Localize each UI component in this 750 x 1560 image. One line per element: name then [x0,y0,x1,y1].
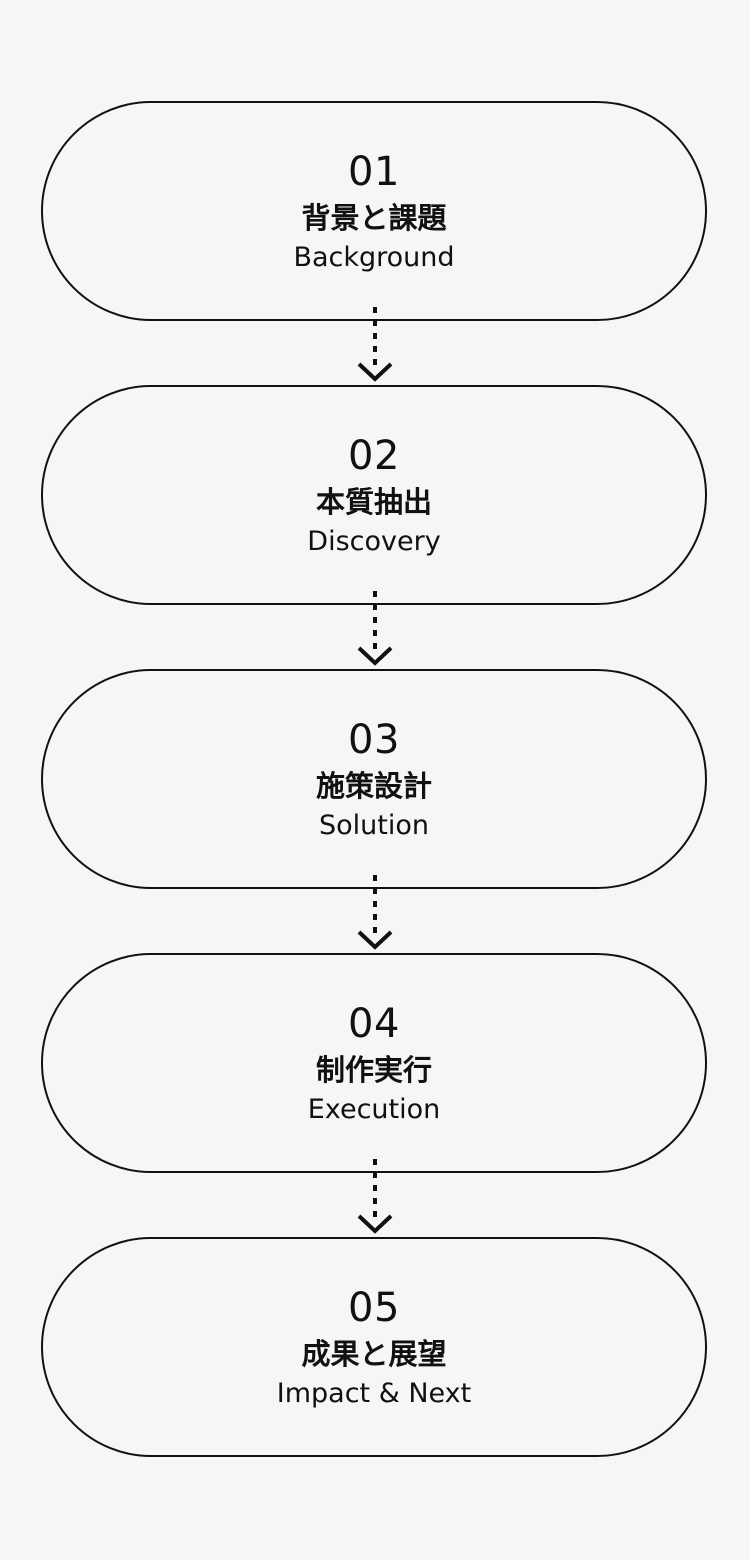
dotted-down-arrow-icon [357,875,393,950]
step-title-en: Impact & Next [276,1378,472,1409]
dotted-down-arrow-icon [357,1159,393,1234]
step-title-ja: 施策設計 [315,769,432,803]
step-title-ja: 制作実行 [315,1053,432,1087]
step-number: 03 [348,717,400,763]
step-number: 04 [348,1001,400,1047]
step-title-ja: 本質抽出 [315,485,432,519]
step-title-ja: 成果と展望 [301,1337,447,1371]
step-title-en: Background [293,242,455,273]
step-title-en: Execution [307,1094,441,1125]
step-number: 02 [348,433,400,479]
step-title-en: Solution [319,810,429,841]
step-title-ja: 背景と課題 [301,201,447,235]
dotted-down-arrow-icon [357,307,393,382]
step-number: 05 [348,1285,400,1331]
step-number: 01 [348,149,400,195]
step-title-en: Discovery [307,526,441,557]
dotted-down-arrow-icon [357,591,393,666]
step-02-pill: 02 本質抽出 Discovery [41,385,707,605]
step-01-pill: 01 背景と課題 Background [41,101,707,321]
step-04-pill: 04 制作実行 Execution [41,953,707,1173]
step-05-pill: 05 成果と展望 Impact & Next [41,1237,707,1457]
step-03-pill: 03 施策設計 Solution [41,669,707,889]
